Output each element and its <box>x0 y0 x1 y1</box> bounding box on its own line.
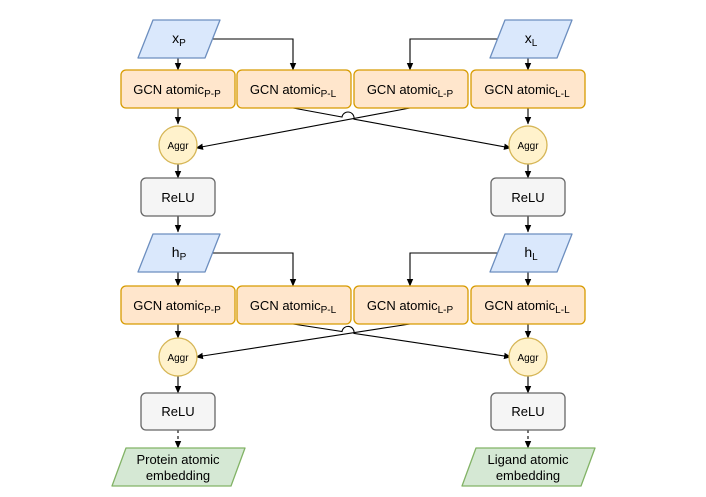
svg-text:Protein atomic: Protein atomic <box>136 452 220 467</box>
gcn-pl-node-2: GCN atomicP-L <box>236 285 352 325</box>
gcn-pl-node-1: GCN atomicP-L <box>236 69 352 109</box>
svg-text:GCN atomicP-P: GCN atomicP-P <box>133 82 221 100</box>
gcn-pp-node-1: GCN atomicP-P <box>120 69 236 109</box>
svg-text:embedding: embedding <box>146 468 210 483</box>
edge-gcn-lp-to-aggr-p-1 <box>195 107 411 150</box>
svg-text:ReLU: ReLU <box>161 404 194 419</box>
svg-text:ReLU: ReLU <box>511 190 544 205</box>
aggr-l-node-2: Aggr <box>508 337 548 377</box>
svg-text:GCN atomicP-P: GCN atomicP-P <box>133 298 221 316</box>
svg-text:ReLU: ReLU <box>511 404 544 419</box>
aggr-l-node-1: Aggr <box>508 125 548 165</box>
protein-output-node: Protein atomic embedding <box>111 447 246 487</box>
svg-text:hL: hL <box>524 244 538 263</box>
edge-xp-to-gcn-pl-1 <box>213 38 297 71</box>
input-xp-node: xP <box>137 19 221 59</box>
svg-text:GCN atomicP-L: GCN atomicP-L <box>250 82 337 100</box>
edge-xl-to-gcn-lp-1 <box>406 38 498 71</box>
svg-text:Ligand atomic: Ligand atomic <box>488 452 569 467</box>
edges <box>174 38 532 449</box>
edge-gcn-lp-to-aggr-p-2 <box>195 323 411 360</box>
gcn-lp-node-2: GCN atomicL-P <box>353 285 469 325</box>
svg-text:Aggr: Aggr <box>517 353 539 364</box>
relu-l-node-1: ReLU <box>490 177 566 217</box>
svg-text:Aggr: Aggr <box>517 141 539 152</box>
svg-text:hP: hP <box>172 244 187 263</box>
svg-text:GCN atomicL-L: GCN atomicL-L <box>484 298 570 316</box>
relu-l-node-2: ReLU <box>490 392 566 431</box>
edge-gcn-pl-to-aggr-l-2 <box>292 323 512 360</box>
aggr-p-node-1: Aggr <box>158 125 198 165</box>
gcn-ll-node-1: GCN atomicL-L <box>470 69 586 109</box>
relu-p-node-2: ReLU <box>140 392 216 431</box>
edge-hl-to-gcn-lp-2 <box>406 252 498 287</box>
relu-p-node-1: ReLU <box>140 177 216 217</box>
edge-gcn-pl-to-aggr-l-1 <box>292 107 512 150</box>
gcn-ll-node-2: GCN atomicL-L <box>470 285 586 325</box>
svg-text:xP: xP <box>172 30 186 49</box>
aggr-p-node-2: Aggr <box>158 337 198 377</box>
edge-hp-to-gcn-pl-2 <box>213 252 297 287</box>
svg-text:GCN atomicP-L: GCN atomicP-L <box>250 298 337 316</box>
svg-text:Aggr: Aggr <box>167 353 189 364</box>
svg-text:ReLU: ReLU <box>161 190 194 205</box>
svg-text:GCN atomicL-P: GCN atomicL-P <box>367 298 454 316</box>
hidden-hl-node: hL <box>489 233 573 273</box>
input-xl-node: xL <box>489 19 573 59</box>
svg-text:GCN atomicL-P: GCN atomicL-P <box>367 82 454 100</box>
hidden-hp-node: hP <box>137 233 221 273</box>
svg-text:Aggr: Aggr <box>167 141 189 152</box>
svg-text:GCN atomicL-L: GCN atomicL-L <box>484 82 570 100</box>
gcn-pp-node-2: GCN atomicP-P <box>120 285 236 325</box>
ligand-output-node: Ligand atomic embedding <box>461 447 596 487</box>
svg-text:xL: xL <box>525 30 538 49</box>
gcn-lp-node-1: GCN atomicL-P <box>353 69 469 109</box>
svg-text:embedding: embedding <box>496 468 560 483</box>
